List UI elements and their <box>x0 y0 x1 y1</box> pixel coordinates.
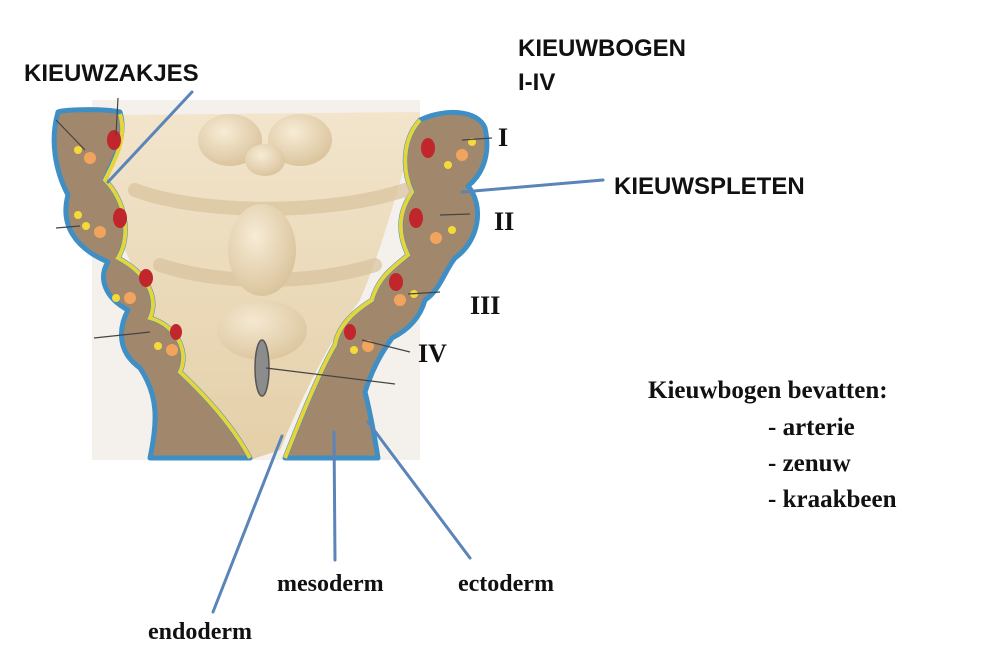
arch-label-3: III <box>470 291 501 320</box>
tongue-swelling-left <box>198 114 262 166</box>
kieuwzakjes-label: KIEUWZAKJES <box>24 60 199 87</box>
contents-item-zenuw: - zenuw <box>768 450 851 477</box>
endoderm-label: endoderm <box>148 619 252 645</box>
kieuwspleten-pointer <box>460 178 605 194</box>
endoderm-pointer <box>211 434 284 614</box>
contents-heading: Kieuwbogen bevatten: <box>648 377 888 404</box>
right-arch-contents <box>344 138 476 354</box>
right-endoderm-lining <box>283 118 422 459</box>
tongue-swelling-right <box>268 114 332 166</box>
original-leader-lines <box>55 97 493 385</box>
kieuwbogen-title: KIEUWBOGEN <box>518 35 686 62</box>
epiglottis-swelling <box>217 300 307 360</box>
mesoderm-label: mesoderm <box>277 571 384 597</box>
left-arch-contents <box>74 130 182 356</box>
copula <box>228 204 296 296</box>
tuberculum-impar <box>245 144 285 176</box>
pointer-lines <box>106 90 605 614</box>
arch-label-4: IV <box>418 339 447 368</box>
kieuwspleten-label: KIEUWSPLETEN <box>614 173 805 200</box>
ectoderm-label: ectoderm <box>458 571 554 597</box>
contents-item-kraakbeen: - kraakbeen <box>768 486 897 513</box>
left-endoderm-lining <box>102 113 252 459</box>
contents-item-arterie: - arterie <box>768 414 855 441</box>
kieuwzakjes-pointer <box>106 90 194 184</box>
mesoderm-pointer <box>332 430 337 562</box>
ectoderm-pointer <box>366 420 472 560</box>
arch-label-2: II <box>494 207 515 236</box>
kieuwbogen-range: I-IV <box>518 69 556 96</box>
arch-label-1: I <box>498 123 509 152</box>
